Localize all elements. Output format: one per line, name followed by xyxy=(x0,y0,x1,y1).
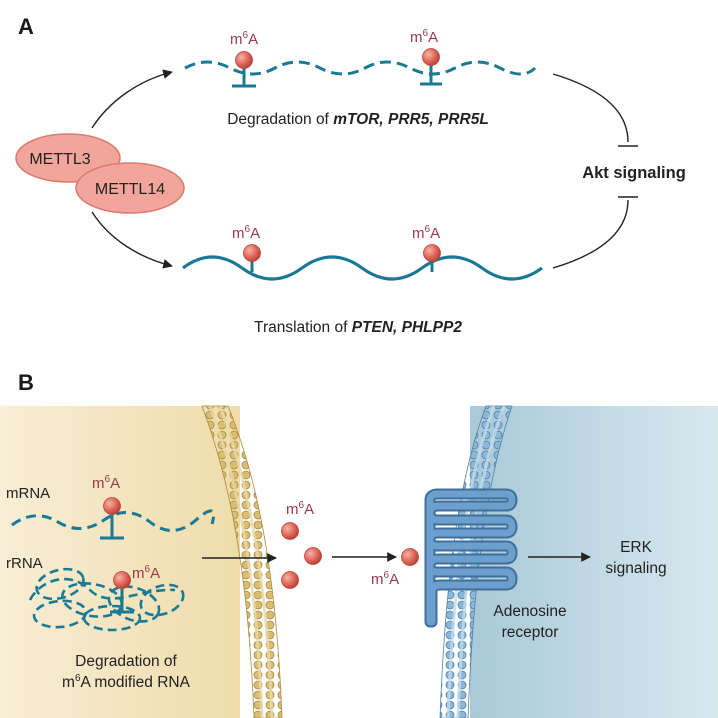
panel-b-label: B xyxy=(18,370,34,395)
translation-caption: Translation of PTEN, PHLPP2 xyxy=(254,319,462,336)
svg-text:m6A: m6A xyxy=(132,564,160,582)
degradation-caption-b-line2: m6A modified RNA xyxy=(62,673,191,691)
inhibit-line-top xyxy=(552,73,629,143)
degradation-caption-b-line1: Degradation of xyxy=(75,653,177,670)
receptor-label-line1: Adenosine xyxy=(493,603,566,620)
erk-label-line1: ERK xyxy=(620,539,653,556)
erk-label-line2: signaling xyxy=(605,560,666,577)
m6a-mark: m6A xyxy=(110,564,160,614)
adenosine-receptor xyxy=(426,490,516,626)
left-cell-membrane xyxy=(201,405,283,718)
degradation-caption: Degradation of mTOR, PRR5, PRR5L xyxy=(227,111,489,128)
svg-text:m6A: m6A xyxy=(410,28,438,46)
m6a-mark: m6A xyxy=(230,30,258,88)
enzyme-mettl14-label: METTL14 xyxy=(95,181,165,198)
svg-text:m6A: m6A xyxy=(230,30,258,48)
m6a-mark: m6A xyxy=(92,474,124,540)
extracellular-m6a-label: m6A xyxy=(286,500,314,518)
cell-interior-left xyxy=(0,406,240,718)
inhibit-line-bottom xyxy=(552,199,629,269)
panel-a-label: A xyxy=(18,14,34,39)
m6a-ball xyxy=(304,547,322,565)
m6a-mark: m6A xyxy=(232,224,261,272)
m6a-ball xyxy=(281,571,299,589)
m6a-mark: m6A xyxy=(412,224,441,272)
translated-rna-strand xyxy=(182,255,543,281)
svg-text:m6A: m6A xyxy=(232,224,260,242)
svg-text:m6A: m6A xyxy=(92,474,120,492)
m6a-ball xyxy=(281,522,299,540)
rrna-label: rRNA xyxy=(6,555,43,572)
arrow-to-degradation xyxy=(91,69,173,129)
m6a-mark: m6A xyxy=(410,28,442,86)
svg-text:m6A: m6A xyxy=(412,224,440,242)
bound-m6a-ball xyxy=(401,548,419,566)
mrna-label: mRNA xyxy=(6,485,50,502)
akt-signaling-label: Akt signaling xyxy=(582,164,686,182)
arrow-to-translation xyxy=(91,211,173,269)
receptor-label-line2: receptor xyxy=(502,624,559,641)
enzyme-mettl3-label: METTL3 xyxy=(29,151,90,168)
mettl14-ellipse xyxy=(75,162,185,214)
bound-m6a-label: m6A xyxy=(371,570,399,588)
